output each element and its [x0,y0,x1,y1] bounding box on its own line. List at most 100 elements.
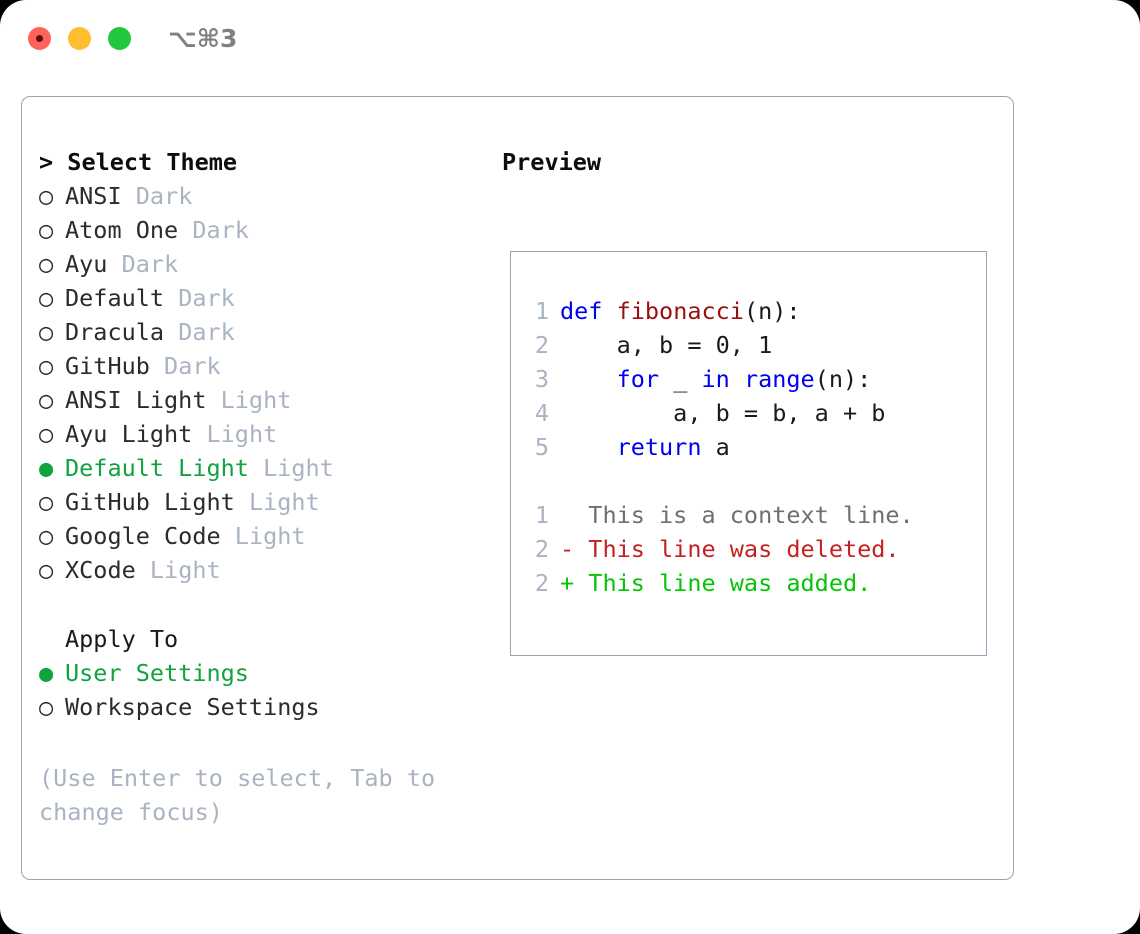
radio-unselected-icon: ○ [39,182,54,210]
radio-unselected-icon: ○ [39,216,54,244]
line-number: 5 [534,433,549,461]
diff-line-text: + This line was added. [560,569,872,597]
code-line: 3 for _ in range(n): [523,362,982,396]
radio-unselected-icon: ○ [39,284,54,312]
theme-option-label: Google Code [65,522,221,550]
theme-kind-badge: Dark [178,318,235,346]
theme-picker-panel: > Select Theme ○ANSI Dark○Atom One Dark○… [21,96,1014,880]
spacer [206,386,220,414]
theme-option-xcode[interactable]: ○XCode Light [39,553,499,587]
theme-option-ayu-light[interactable]: ○Ayu Light Light [39,417,499,451]
code-token [602,297,616,325]
theme-kind-badge: Light [206,420,278,448]
apply-to-option-workspace-settings[interactable]: ○Workspace Settings [39,690,499,724]
apply-to-option-label: Workspace Settings [65,693,320,721]
code-token: return [616,433,702,461]
code-token: (n): [743,297,801,325]
spacer [164,318,178,346]
line-number: 1 [534,297,549,325]
theme-option-label: ANSI Light [65,386,207,414]
radio-unselected-icon: ○ [39,318,54,346]
radio-unselected-icon: ○ [39,556,54,584]
theme-option-label: ANSI [65,182,122,210]
diff-line-text: This is a context line. [560,501,914,529]
diff-line: 2+ This line was added. [523,566,982,600]
apply-to-header: Apply To [65,625,179,653]
theme-option-ayu[interactable]: ○ Ayu Dark [39,247,499,281]
theme-list-header: > Select Theme [39,148,238,176]
code-line: 5 return a [523,430,982,464]
apply-to-option-label: User Settings [65,659,249,687]
close-window-button[interactable] [28,27,51,50]
theme-option-label: Dracula [65,318,165,346]
theme-option-label: GitHub Light [65,488,235,516]
apply-to-group: Apply To ● User Settings ○Workspace Settin… [39,622,499,724]
diff-line: 2 - This line was deleted. [523,532,982,566]
theme-kind-badge: Light [234,522,306,550]
spacer [235,488,249,516]
radio-selected-icon: ● [39,454,54,482]
theme-option-atom-one[interactable]: ○ Atom One Dark [39,213,499,247]
spacer [150,352,164,380]
preview-title: Preview [502,148,602,176]
keyboard-hint-text: (Use Enter to select, Tab to change focu… [39,764,450,826]
radio-unselected-icon: ○ [39,420,54,448]
radio-unselected-icon: ○ [39,352,54,380]
theme-option-label: Ayu [65,250,108,278]
spacer [221,522,235,550]
line-number: 4 [534,399,549,427]
theme-list: ○ ANSI Dark ○ Atom One Dark ○ Ayu Dark ○ Defaul… [39,179,499,587]
code-token: fibonacci [616,297,744,325]
line-number: 1 [534,501,549,529]
theme-option-google-code[interactable]: ○ Google Code Light [39,519,499,553]
theme-option-github-light[interactable]: ○ GitHub Light Light [39,485,499,519]
radio-unselected-icon: ○ [39,488,54,516]
spacer [178,216,192,244]
theme-option-ansi-light[interactable]: ○ ANSI Light Light [39,383,499,417]
code-token [560,433,617,461]
line-number: 2 [534,535,549,563]
code-token: range [743,365,815,393]
line-number: 2 [534,331,549,359]
spacer [164,284,178,312]
theme-option-default[interactable]: ○Default Dark [39,281,499,315]
code-token: in [701,365,730,393]
code-token [730,365,744,393]
radio-unselected-icon: ○ [39,250,54,278]
code-line: 4 a, b = b, a + b [523,396,982,430]
diff-line: 1 This is a context line. [523,498,982,532]
theme-kind-badge: Light [220,386,292,414]
theme-option-label: Default Light [65,454,249,482]
apply-to-option-user-settings[interactable]: ● User Settings [39,656,499,690]
code-token [560,365,617,393]
apply-to-options: ● User Settings ○Workspace Settings [39,656,499,724]
spacer [107,250,121,278]
theme-kind-badge: Light [248,488,320,516]
theme-option-github[interactable]: ○GitHub Dark [39,349,499,383]
radio-unselected-icon: ○ [39,522,54,550]
zoom-window-button[interactable] [108,27,131,50]
theme-kind-badge: Dark [121,250,179,278]
code-line: 2 a, b = 0, 1 [523,328,982,362]
theme-kind-badge: Dark [192,216,249,244]
theme-option-ansi[interactable]: ○ANSI Dark [39,179,499,213]
theme-option-default-light[interactable]: ● Default Light Light [39,451,499,485]
radio-selected-icon: ● [39,659,54,687]
theme-option-label: Default [65,284,165,312]
minimize-window-button[interactable] [68,27,91,50]
theme-kind-badge: Light [263,454,334,482]
line-number: 3 [534,365,549,393]
radio-unselected-icon: ○ [39,386,54,414]
code-token: for [616,365,660,393]
code-token: a, b = b, a + b [560,399,886,427]
theme-option-dracula[interactable]: ○ Dracula Dark [39,315,499,349]
theme-option-label: GitHub [65,352,150,380]
diff-line-text: - This line was deleted. [560,535,900,563]
theme-option-label: Atom One [65,216,179,244]
code-token: a, b = 0, 1 [560,331,773,359]
